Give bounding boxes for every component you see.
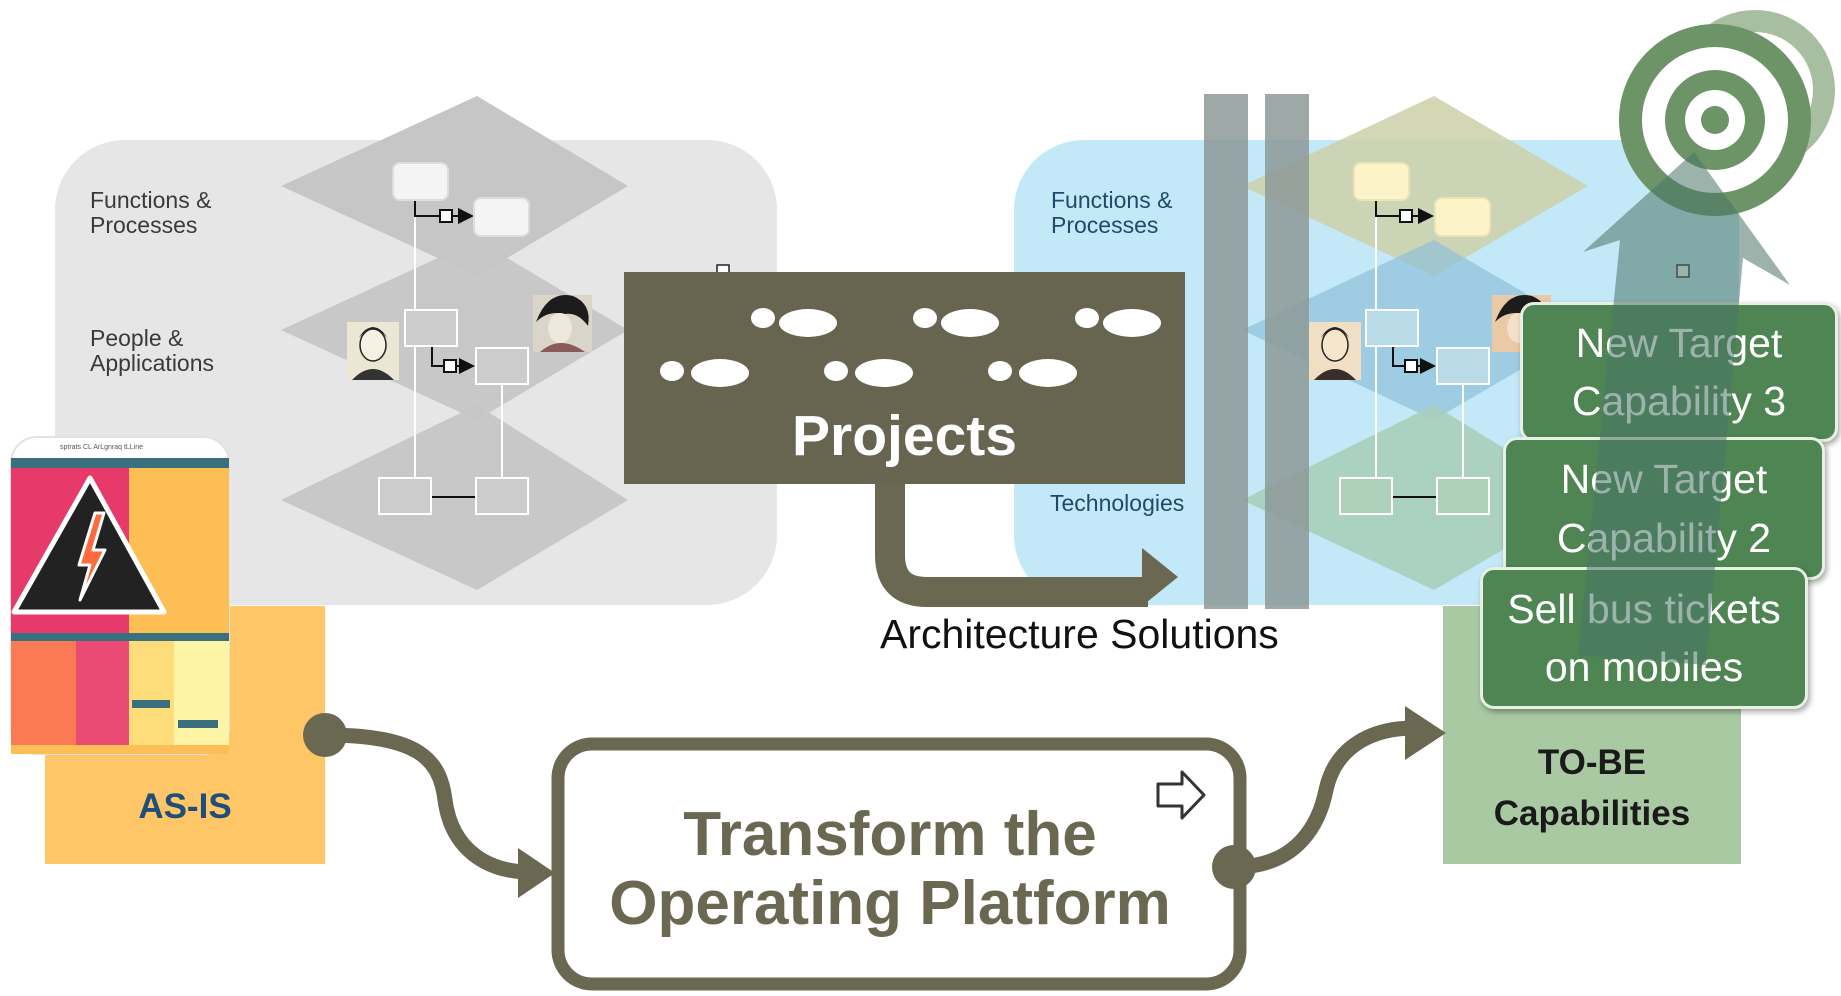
process-node bbox=[1353, 162, 1410, 201]
capability-card-3: New Target Capability 3 bbox=[1520, 302, 1838, 442]
portrait-icon bbox=[533, 295, 592, 352]
connector-glyph bbox=[1676, 264, 1690, 278]
export-arrow-icon bbox=[1156, 770, 1206, 820]
footprints-icon bbox=[660, 308, 1161, 387]
solution-bar bbox=[1204, 94, 1248, 609]
to-be-technologies-label: Technologies bbox=[1050, 490, 1185, 516]
process-node bbox=[473, 197, 530, 237]
to-be-layer-stack bbox=[1242, 96, 1588, 590]
technology-node bbox=[475, 477, 529, 515]
layer-diamond-top bbox=[281, 96, 628, 276]
as-is-people-label: People & Applications bbox=[90, 325, 215, 377]
portrait-icon bbox=[1309, 322, 1361, 380]
architecture-solutions-arrowhead bbox=[1142, 548, 1178, 606]
transform-label: Transform the Operating Platform bbox=[609, 800, 1171, 939]
transform-to-to-be-arrowhead bbox=[1405, 706, 1446, 760]
process-node bbox=[392, 162, 449, 201]
architecture-solutions-arrow bbox=[875, 482, 1148, 607]
technology-node bbox=[1436, 477, 1490, 515]
capability-card-2: New Target Capability 2 bbox=[1503, 437, 1825, 580]
architecture-solutions-label: Architecture Solutions bbox=[880, 611, 1279, 657]
application-node bbox=[1365, 309, 1419, 347]
flow-start-dot bbox=[303, 713, 347, 757]
process-node bbox=[1434, 197, 1491, 237]
application-node bbox=[1436, 347, 1490, 385]
as-is-badge-label: AS-IS bbox=[138, 787, 232, 826]
transform-to-to-be-arrow bbox=[1233, 720, 1416, 875]
bullseye-target-icon bbox=[1619, 10, 1835, 216]
capability-card-sell-bus-tickets: Sell bus tickets on mobiles bbox=[1480, 567, 1808, 709]
layer-diamond-top bbox=[1242, 96, 1588, 276]
projects-label: Projects bbox=[792, 404, 1017, 468]
portrait-icon bbox=[347, 322, 399, 380]
technology-node bbox=[1339, 477, 1393, 515]
heatmap-header: sptrats CL ArLgnraq tLLine bbox=[60, 444, 144, 451]
to-be-functions-label: Functions & Processes bbox=[1051, 187, 1173, 239]
as-is-functions-label: Functions & Processes bbox=[90, 187, 212, 239]
application-node bbox=[475, 347, 529, 385]
warning-triangle-lightning-icon bbox=[11, 475, 167, 615]
as-is-layer-stack bbox=[281, 96, 628, 590]
as-is-to-transform-arrow bbox=[324, 727, 531, 880]
flow-end-dot bbox=[1212, 845, 1256, 889]
to-be-badge-label: TO-BE Capabilities bbox=[1493, 743, 1691, 833]
application-node bbox=[404, 309, 458, 347]
as-is-to-transform-arrowhead bbox=[518, 848, 555, 898]
technology-node bbox=[378, 477, 432, 515]
solution-bar bbox=[1265, 94, 1309, 609]
